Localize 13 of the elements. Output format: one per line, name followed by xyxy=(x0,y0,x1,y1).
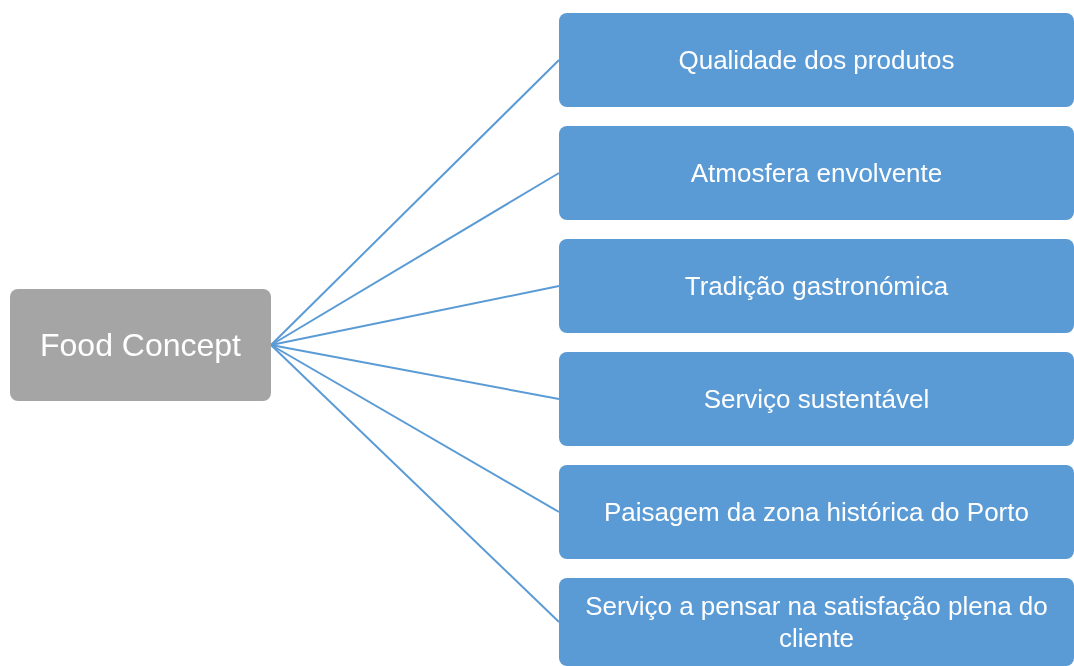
connector-line xyxy=(270,344,560,400)
branch-box: Serviço a pensar na satisfação plena do cliente xyxy=(559,578,1074,666)
connector-line xyxy=(270,344,560,623)
connector-line xyxy=(270,59,560,346)
connector-line xyxy=(270,285,560,346)
branch-box: Atmosfera envolvente xyxy=(559,126,1074,220)
root-box: Food Concept xyxy=(10,289,271,401)
branch-box: Qualidade dos produtos xyxy=(559,13,1074,107)
branch-box: Paisagem da zona histórica do Porto xyxy=(559,465,1074,559)
branch-box: Tradição gastronómica xyxy=(559,239,1074,333)
connector-line xyxy=(270,344,560,513)
connector-line xyxy=(270,172,560,346)
branch-box: Serviço sustentável xyxy=(559,352,1074,446)
